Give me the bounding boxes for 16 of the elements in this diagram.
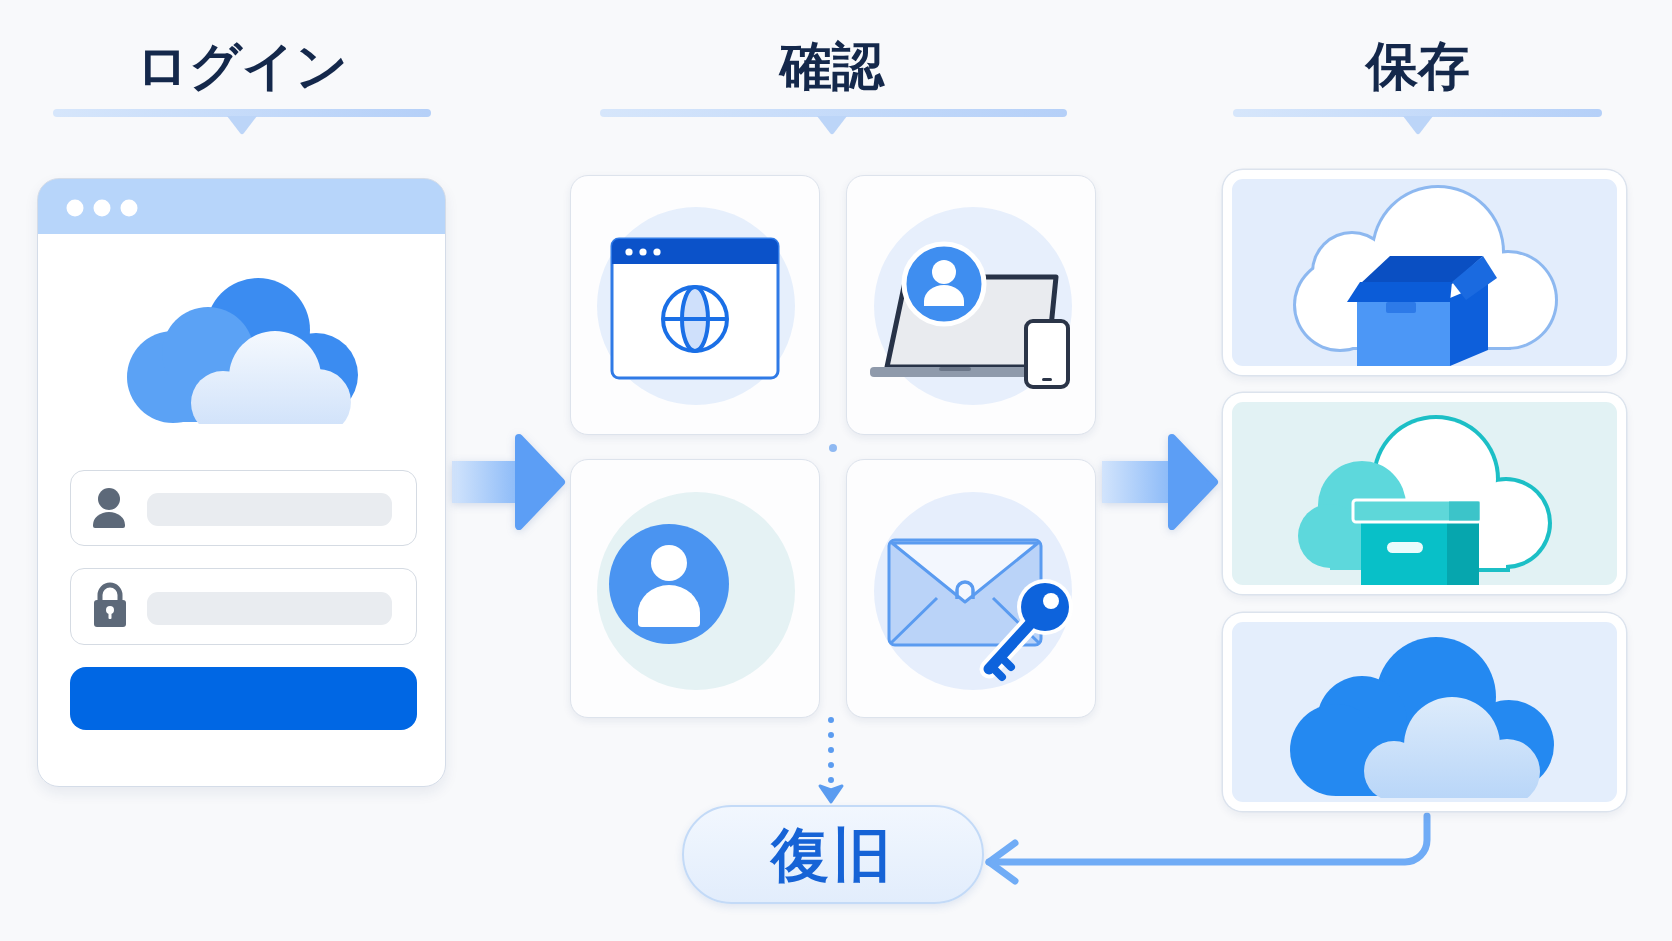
- verification-card: [570, 175, 820, 435]
- dotted-arrow: [818, 717, 844, 806]
- login-window: [37, 178, 446, 787]
- block-arrow: [452, 434, 565, 530]
- storage-card: [1223, 170, 1626, 375]
- node-label: 復旧: [771, 825, 895, 884]
- step-heading: ログイン: [136, 40, 348, 92]
- storage-card: [1223, 393, 1626, 594]
- arrow: [985, 812, 1431, 885]
- verification-card: [846, 459, 1096, 718]
- verification-card: [570, 459, 820, 718]
- storage-card: [1223, 613, 1626, 811]
- step-heading: 保存: [1366, 40, 1470, 92]
- verification-card: [846, 175, 1096, 435]
- block-arrow: [1102, 434, 1218, 530]
- step-heading: 確認: [780, 40, 884, 92]
